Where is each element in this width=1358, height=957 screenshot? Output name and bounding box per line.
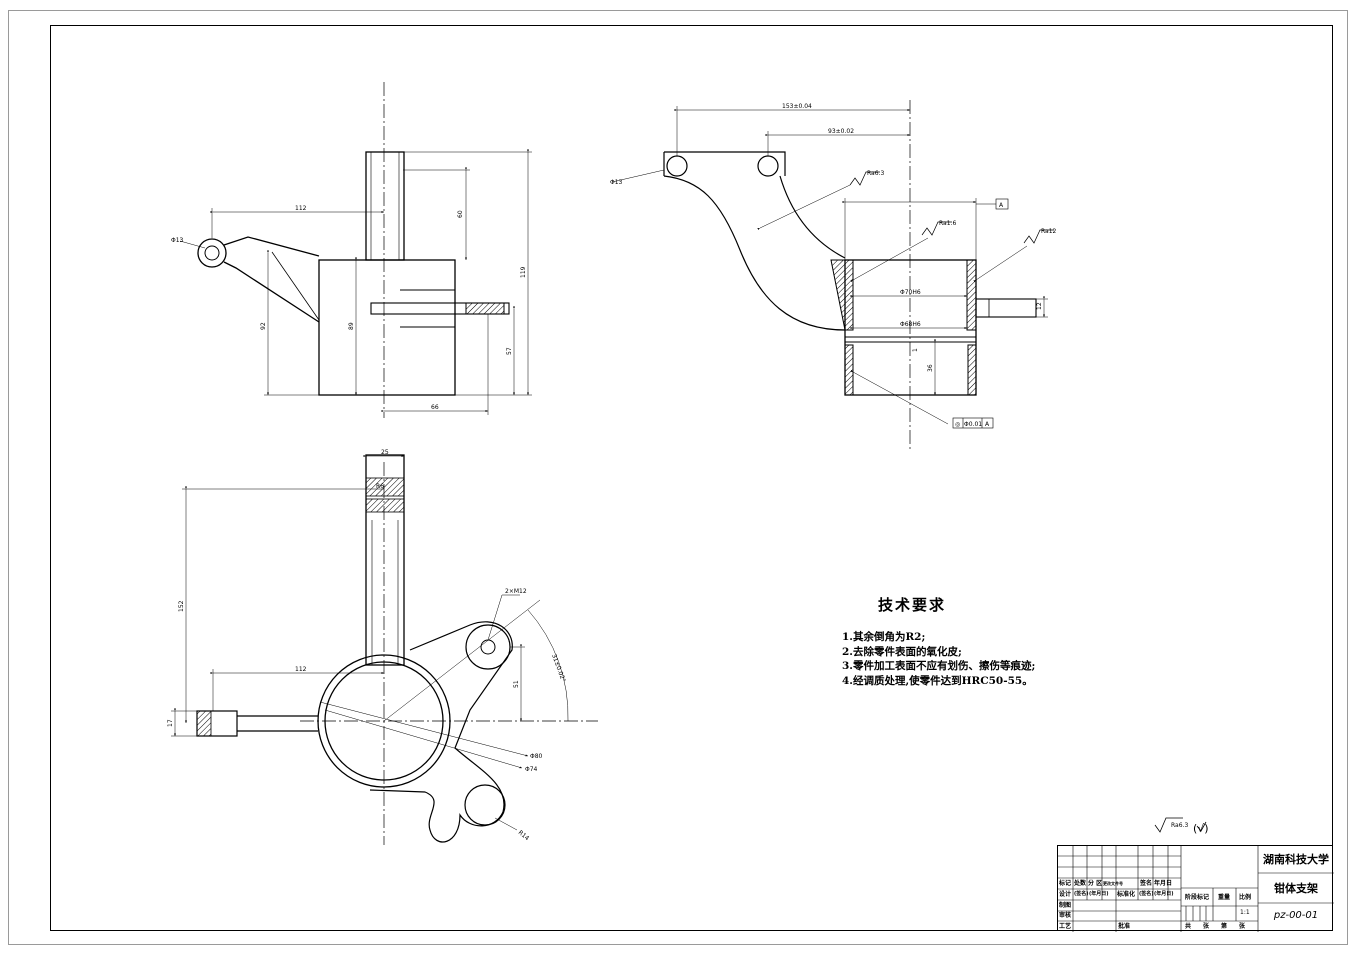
dim-r6: R6 — [376, 483, 384, 490]
dim-dia74: Φ74 — [525, 766, 538, 773]
drawing-code: pz-00-01 — [1273, 910, 1319, 921]
top-view — [171, 454, 598, 845]
front-view — [179, 82, 532, 418]
tech-requirements-list: 1.其余倒角为R2; 2.去除零件表面的氧化皮; 3.零件加工表面不应有划伤、擦… — [842, 630, 1035, 688]
dim-dia13-front: Φ13 — [171, 237, 184, 244]
tb-label-sign3: (签名) — [1139, 891, 1154, 897]
dim-12: 12 — [1036, 302, 1043, 310]
tech-requirement-item: 3.零件加工表面不应有划伤、擦伤等痕迹; — [842, 660, 1036, 672]
tech-requirements-title: 技术要求 — [878, 596, 947, 614]
dim-dia13-section: Φ13 — [610, 179, 623, 186]
tb-label-stage: 阶段标记 — [1185, 894, 1210, 901]
tolerance-value: Φ0.01 — [964, 421, 982, 428]
tb-label-draw: 制图 — [1059, 902, 1072, 909]
dim-r14: R14 — [517, 829, 531, 842]
tolerance-datum: A — [985, 421, 990, 428]
tech-requirement-item: 4.经调质处理,使零件达到HRC50-55。 — [842, 674, 1033, 687]
datum-a: A — [999, 202, 1004, 209]
dim-dia80: Φ80 — [530, 753, 543, 760]
dim-36: 36 — [927, 364, 934, 372]
dim-25: 25 — [381, 449, 389, 456]
roughness-ra12: Ra12 — [1041, 228, 1057, 235]
tb-label-craft: 工艺 — [1059, 923, 1072, 930]
dim-89: 89 — [348, 322, 355, 330]
tb-label-zone: 分 区 — [1088, 880, 1103, 887]
dim-1: 1 — [912, 348, 919, 352]
tb-label-design: 设计 — [1059, 891, 1072, 898]
tb-label-date3: (年月日) — [1154, 891, 1174, 897]
tb-label-sheet2: 张 — [1239, 923, 1246, 930]
roughness-ra63-section: Ra6.3 — [867, 170, 884, 177]
dim-66: 66 — [431, 404, 439, 411]
dim-51: 51 — [513, 680, 520, 688]
tb-label-weight: 重量 — [1218, 894, 1231, 901]
section-view — [611, 100, 1054, 450]
tb-label-standard: 标准化 — [1117, 891, 1136, 898]
dim-60: 60 — [457, 210, 464, 218]
dim-112-top: 112 — [295, 666, 307, 673]
tb-label-mark: 标记 — [1059, 880, 1072, 887]
tb-label-sign: 签名 — [1140, 880, 1153, 887]
dim-92: 92 — [260, 322, 267, 330]
tb-label-ratio: 比例 — [1239, 894, 1252, 901]
dim-153: 153±0.04 — [782, 103, 812, 110]
tech-requirement-item: 2.去除零件表面的氧化皮; — [842, 645, 962, 658]
title-block-grid — [1058, 846, 1334, 932]
tb-label-date: 年月日 — [1154, 880, 1173, 887]
tech-requirement-item: 1.其余倒角为R2; — [842, 631, 926, 643]
tb-label-change-doc: 更改文件号 — [1103, 881, 1123, 886]
roughness-ra16: Ra1.6 — [939, 220, 956, 227]
school-name: 湖南科技大学 — [1263, 853, 1329, 866]
drawing-frame — [50, 25, 1333, 931]
section-view-dims: 153±0.04 93±0.02 Φ13 Φ70H6 Φ68H6 36 12 1… — [610, 103, 1057, 428]
dim-57: 57 — [506, 347, 513, 355]
dim-2xm12: 2×M12 — [505, 588, 527, 595]
tolerance-symbol: ◎ — [955, 421, 960, 428]
tb-label-approve: 批准 — [1118, 923, 1131, 930]
outer-border — [8, 10, 1348, 945]
front-view-dims: 112 Φ13 60 92 89 57 66 119 — [171, 205, 527, 411]
tb-label-total: 共 — [1185, 923, 1192, 930]
dim-dia70: Φ70H6 — [900, 289, 921, 296]
dim-dia68: Φ68H6 — [900, 321, 921, 328]
surface-note-symbol: Ra6.3 — [1171, 822, 1188, 829]
tb-label-date2: (年月日) — [1089, 891, 1109, 897]
dim-119: 119 — [520, 266, 527, 278]
tb-label-page: 第 — [1221, 923, 1228, 930]
tb-label-sign2: (签名) — [1074, 891, 1089, 897]
tb-label-count: 处数 — [1074, 880, 1087, 887]
surface-finish-note — [1154, 817, 1207, 833]
dim-93: 93±0.02 — [828, 128, 854, 135]
part-name: 钳体支架 — [1274, 882, 1318, 895]
dim-112-front: 112 — [295, 205, 307, 212]
tb-scale: 1:1 — [1240, 909, 1250, 916]
tb-label-sheet: 张 — [1203, 923, 1210, 930]
tb-label-check: 审核 — [1059, 912, 1072, 919]
dim-angle: 31±0.02° — [550, 653, 567, 683]
dim-152: 152 — [178, 600, 185, 612]
title-block: 标记 处数 分 区 更改文件号 签名 年月日 设计 (签名) (年月日) 标准化… — [1057, 845, 1334, 932]
dim-17: 17 — [167, 719, 174, 727]
surface-note-suffix: (√) — [1193, 822, 1209, 835]
